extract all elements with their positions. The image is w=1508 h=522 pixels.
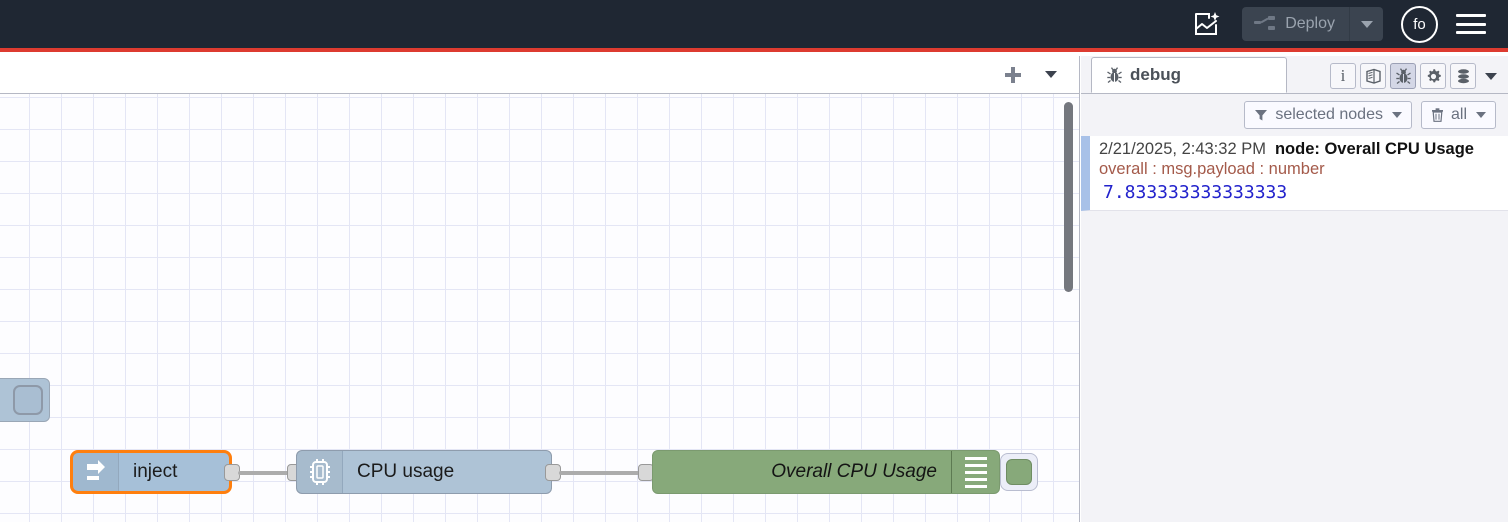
filter-nodes-dropdown[interactable]: selected nodes bbox=[1244, 101, 1412, 129]
debug-toggle-indicator bbox=[1006, 459, 1032, 485]
node-button-icon[interactable] bbox=[13, 385, 43, 415]
tab-debug[interactable]: debug bbox=[1091, 57, 1287, 93]
debug-message[interactable]: 2/21/2025, 2:43:32 PM node: Overall CPU U… bbox=[1081, 136, 1508, 211]
sidebar-more-dropdown[interactable] bbox=[1480, 63, 1502, 89]
filter-icon bbox=[1255, 110, 1268, 121]
inject-arrow-icon bbox=[73, 453, 119, 491]
trash-icon bbox=[1431, 108, 1443, 122]
clear-messages-label: all bbox=[1450, 106, 1467, 123]
node-edge-partial[interactable] bbox=[0, 378, 50, 422]
node-debug-label: Overall CPU Usage bbox=[771, 461, 937, 482]
debug-message-value: 7.833333333333333 bbox=[1103, 182, 1288, 203]
scrollbar-thumb[interactable] bbox=[1064, 102, 1073, 292]
chevron-down-icon bbox=[1485, 72, 1497, 80]
user-avatar[interactable]: fo bbox=[1401, 5, 1438, 43]
debug-enabled-toggle[interactable] bbox=[1000, 453, 1038, 491]
deploy-dropdown-caret[interactable] bbox=[1349, 7, 1383, 41]
flow-tabbar bbox=[0, 56, 1079, 94]
debug-source-node: node: Overall CPU Usage bbox=[1274, 140, 1474, 158]
node-cpu-usage[interactable]: CPU usage bbox=[296, 450, 552, 494]
node-inject-label: inject bbox=[133, 461, 178, 482]
chevron-down-icon bbox=[1360, 20, 1373, 28]
avatar-initials: fo bbox=[1413, 15, 1426, 33]
context-data-icon[interactable] bbox=[1450, 63, 1476, 89]
clear-messages-dropdown[interactable]: all bbox=[1420, 101, 1496, 129]
hamburger-menu-icon[interactable] bbox=[1456, 12, 1486, 36]
node-inject[interactable]: inject bbox=[70, 450, 232, 494]
config-gear-icon[interactable] bbox=[1420, 63, 1446, 89]
deploy-button-group[interactable]: Deploy bbox=[1242, 7, 1383, 41]
help-book-icon[interactable] bbox=[1360, 63, 1386, 89]
cpu-chip-icon bbox=[297, 451, 343, 493]
debug-message-header: 2/21/2025, 2:43:32 PM node: Overall CPU U… bbox=[1099, 140, 1502, 159]
header-actions: Deploy fo bbox=[1190, 5, 1508, 43]
flow-sparkle-icon[interactable] bbox=[1190, 7, 1224, 41]
node-overall-cpu-usage[interactable]: Overall CPU Usage bbox=[652, 450, 1000, 494]
debug-sidebar: debug i bbox=[1081, 56, 1508, 522]
deploy-button[interactable]: Deploy bbox=[1242, 7, 1349, 41]
debug-message-property: overall : msg.payload : number bbox=[1099, 160, 1325, 178]
filter-nodes-label: selected nodes bbox=[1275, 106, 1383, 123]
plus-icon bbox=[1005, 66, 1021, 83]
debug-timestamp: 2/21/2025, 2:43:32 PM bbox=[1099, 140, 1266, 158]
app-header: Deploy fo bbox=[0, 0, 1508, 52]
flow-list-button[interactable] bbox=[1037, 62, 1065, 88]
chevron-down-icon bbox=[1045, 71, 1057, 78]
wire-inject-to-cpu bbox=[238, 471, 290, 475]
debug-bug-icon[interactable] bbox=[1390, 63, 1416, 89]
deploy-icon bbox=[1254, 16, 1276, 30]
add-flow-button[interactable] bbox=[999, 62, 1027, 88]
wire-cpu-to-debug bbox=[559, 471, 641, 475]
sidebar-tabrow: debug i bbox=[1081, 56, 1508, 94]
info-icon[interactable]: i bbox=[1330, 63, 1356, 89]
deploy-label: Deploy bbox=[1285, 15, 1335, 32]
bug-icon bbox=[1107, 66, 1122, 83]
debug-filter-row: selected nodes all bbox=[1081, 94, 1508, 136]
debug-message-list[interactable]: 2/21/2025, 2:43:32 PM node: Overall CPU U… bbox=[1081, 136, 1508, 520]
node-cpu-label: CPU usage bbox=[357, 461, 455, 482]
chevron-down-icon bbox=[1476, 112, 1486, 118]
canvas-vertical-scrollbar[interactable] bbox=[1064, 98, 1073, 518]
flow-workspace: inject bbox=[0, 56, 1080, 522]
tab-debug-label: debug bbox=[1130, 65, 1181, 84]
sidebar-icon-buttons: i bbox=[1330, 63, 1502, 89]
tabbar-actions bbox=[999, 62, 1079, 88]
chevron-down-icon bbox=[1391, 112, 1402, 118]
flow-canvas[interactable]: inject bbox=[0, 94, 1079, 522]
debug-lines-icon bbox=[951, 451, 999, 493]
